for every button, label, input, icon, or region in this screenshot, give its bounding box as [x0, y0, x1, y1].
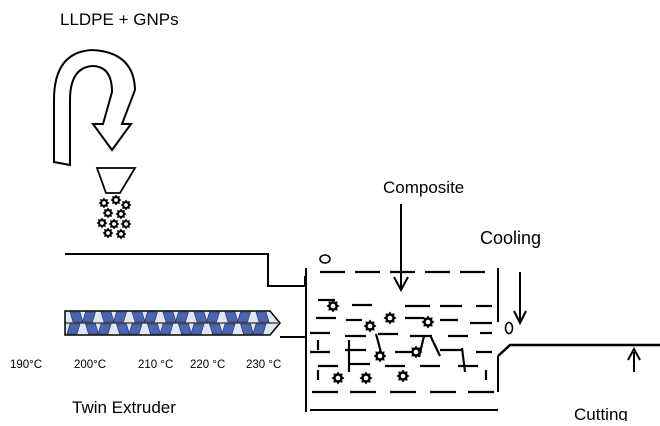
gnp-particle-icon [359, 371, 373, 385]
roller-icon [319, 254, 331, 264]
screw-flight [128, 323, 143, 335]
cooling-bath [305, 268, 499, 412]
granules-pile [96, 194, 132, 240]
gnp-particle-icon [409, 345, 423, 359]
twin-screw [64, 310, 281, 336]
cutting-arrow-icon [627, 346, 641, 372]
gnp-particle-icon [110, 194, 122, 206]
material-label: LLDPE + GNPs [60, 10, 179, 29]
screw-flight [255, 311, 270, 323]
gnp-particle-icon [383, 311, 397, 325]
gnp-particle-icon [120, 218, 132, 230]
gnp-particle-icon [102, 207, 114, 219]
cooling-arrow-icon [513, 272, 527, 326]
composite-label: Composite [383, 178, 464, 197]
screw-flight [206, 311, 220, 323]
feed-arrow-icon [53, 48, 137, 167]
screw-flight [66, 323, 81, 335]
gnp-particle-icon [98, 197, 110, 209]
gnp-particle-icon [396, 369, 410, 383]
gnp-particle-icon [96, 217, 108, 229]
screw-flight [144, 311, 158, 323]
gnp-particle-icon [120, 199, 132, 211]
gnp-particle-icon [331, 371, 345, 385]
gnp-particle-icon [115, 228, 127, 240]
screw-flight [159, 323, 174, 335]
gnp-particle-icon [373, 349, 387, 363]
output-strand [497, 343, 660, 357]
composite-strands [310, 270, 494, 394]
screw-flight [113, 311, 127, 323]
gnp-particle-icon [108, 218, 120, 230]
gnp-particle-icon [102, 227, 114, 239]
roller-icon [504, 321, 514, 335]
screw-flight [175, 311, 189, 323]
temp-zone-3: 210 °C [138, 359, 173, 371]
hopper [95, 167, 137, 194]
composite-arrow-icon [393, 204, 409, 293]
screw-flight [237, 311, 251, 323]
gnp-particle-icon [115, 208, 127, 220]
extruder-label: Twin Extruder [72, 398, 176, 417]
strand-dash [429, 334, 441, 357]
temp-zone-2: 200°C [74, 359, 106, 371]
screw-flight [221, 323, 236, 335]
screw-flights [66, 311, 270, 335]
temp-zone-5: 230 °C [246, 359, 281, 371]
screw-flight [252, 323, 267, 335]
gnp-particle-icon [326, 299, 340, 313]
gnp-particles [326, 299, 435, 385]
screw-flight [190, 323, 205, 335]
gnp-particle-icon [421, 315, 435, 329]
cutting-label: Cutting [574, 405, 628, 421]
cooling-label: Cooling [480, 228, 541, 248]
temp-zone-1: 190°C [10, 359, 42, 371]
temp-zone-4: 220 °C [190, 359, 225, 371]
barrel-outline [65, 253, 306, 287]
strand-dash [460, 347, 467, 373]
screw-flight [97, 323, 112, 335]
gnp-particle-icon [363, 319, 377, 333]
screw-flight [82, 311, 96, 323]
